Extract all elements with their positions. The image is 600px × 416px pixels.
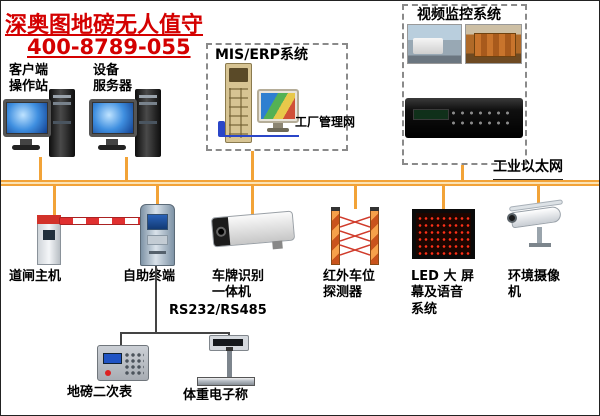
factory-net-line xyxy=(221,135,299,137)
camera-bracket xyxy=(537,227,542,243)
kiosk-screen xyxy=(147,214,168,230)
led-screen-icon xyxy=(412,209,475,259)
scale-display xyxy=(213,339,243,346)
dvr-recorder-icon xyxy=(405,98,523,138)
serial-line xyxy=(120,332,230,334)
label-client-station: 客户端 操作站 xyxy=(9,63,49,95)
infrared-beams-icon xyxy=(340,216,370,256)
label-video-system: 视频监控系统 xyxy=(417,7,501,23)
scale-platform xyxy=(197,377,255,386)
camera-base xyxy=(529,243,551,247)
monitor xyxy=(89,99,137,137)
device-server-icon xyxy=(89,89,169,161)
indicator-keypad xyxy=(124,352,144,376)
indicator-screen xyxy=(103,353,122,364)
camera-mount xyxy=(272,240,283,250)
self-service-kiosk-icon xyxy=(140,204,175,266)
serial-line xyxy=(120,332,122,345)
monitor-base xyxy=(12,145,40,150)
erp-monitor-icon xyxy=(257,89,299,123)
connector-line xyxy=(156,185,159,205)
label-factory-net: 工厂管理网 xyxy=(295,115,356,129)
label-device-server: 设备 服务器 xyxy=(93,63,133,95)
scale-pole xyxy=(226,347,233,379)
video-group-box xyxy=(402,4,527,165)
cctv-camera-icon xyxy=(507,199,571,261)
monitor-screen xyxy=(7,103,47,133)
connector-line xyxy=(461,165,464,181)
infrared-pole-icon xyxy=(331,207,340,265)
factory-net-line xyxy=(221,121,223,136)
monitor-stand xyxy=(106,139,118,145)
label-electronic-scale: 体重电子称 xyxy=(183,388,249,403)
serial-line xyxy=(155,266,157,333)
label-serial-link: RS232/RS485 xyxy=(169,303,267,318)
connector-line xyxy=(125,157,128,181)
label-barrier-gate: 道闸主机 xyxy=(9,269,62,284)
ethernet-bus-line xyxy=(1,180,599,186)
monitor-screen xyxy=(93,103,133,133)
connector-line xyxy=(537,185,540,204)
brand-title: 深奥图地磅无人值守 xyxy=(5,13,204,38)
lpr-camera-icon xyxy=(210,210,296,250)
connector-line xyxy=(251,151,254,181)
connector-line xyxy=(53,185,56,215)
infrared-pole-icon xyxy=(370,207,379,265)
truck-snapshot-photo xyxy=(407,24,462,64)
label-weigh-indicator: 地磅二次表 xyxy=(67,385,133,400)
barrier-gate-arm-icon xyxy=(59,217,143,225)
indicator-power-button xyxy=(105,370,111,376)
label-lpr-camera: 车牌识别 一体机 xyxy=(212,269,265,301)
kiosk-keypad xyxy=(147,235,168,245)
phone-number: 400-8789-055 xyxy=(27,35,191,59)
monitor xyxy=(3,99,51,137)
erp-server-tower-icon xyxy=(225,63,252,143)
computer-tower xyxy=(135,89,161,157)
connector-line xyxy=(442,185,445,209)
mis-erp-group-box xyxy=(206,43,348,151)
computer-tower xyxy=(49,89,75,157)
connector-line xyxy=(251,185,254,215)
label-led-screen: LED 大 屏 幕及语音 系统 xyxy=(411,269,475,317)
monitor-stand xyxy=(273,123,283,128)
label-env-camera: 环境摄像 机 xyxy=(508,269,561,301)
label-kiosk: 自助终端 xyxy=(123,269,176,284)
barrier-gate-cabinet-icon xyxy=(37,215,61,265)
connector-line xyxy=(354,185,357,209)
label-ethernet-bus: 工业以太网 xyxy=(493,159,563,181)
monitor-base xyxy=(98,145,126,150)
monitor-stand xyxy=(20,139,32,145)
kiosk-slot xyxy=(149,251,166,254)
label-infrared-detector: 红外车位 探测器 xyxy=(323,269,376,301)
camera-lens-icon xyxy=(507,213,517,223)
monitor-screen xyxy=(261,93,295,119)
client-workstation-icon xyxy=(3,89,83,161)
label-mis-erp: MIS/ERP系统 xyxy=(215,47,308,63)
truck-snapshot-photo xyxy=(465,24,522,64)
platform-scale-icon xyxy=(197,335,257,387)
monitor-base xyxy=(267,128,289,132)
weigh-indicator-icon xyxy=(97,345,149,381)
connector-line xyxy=(39,157,42,181)
